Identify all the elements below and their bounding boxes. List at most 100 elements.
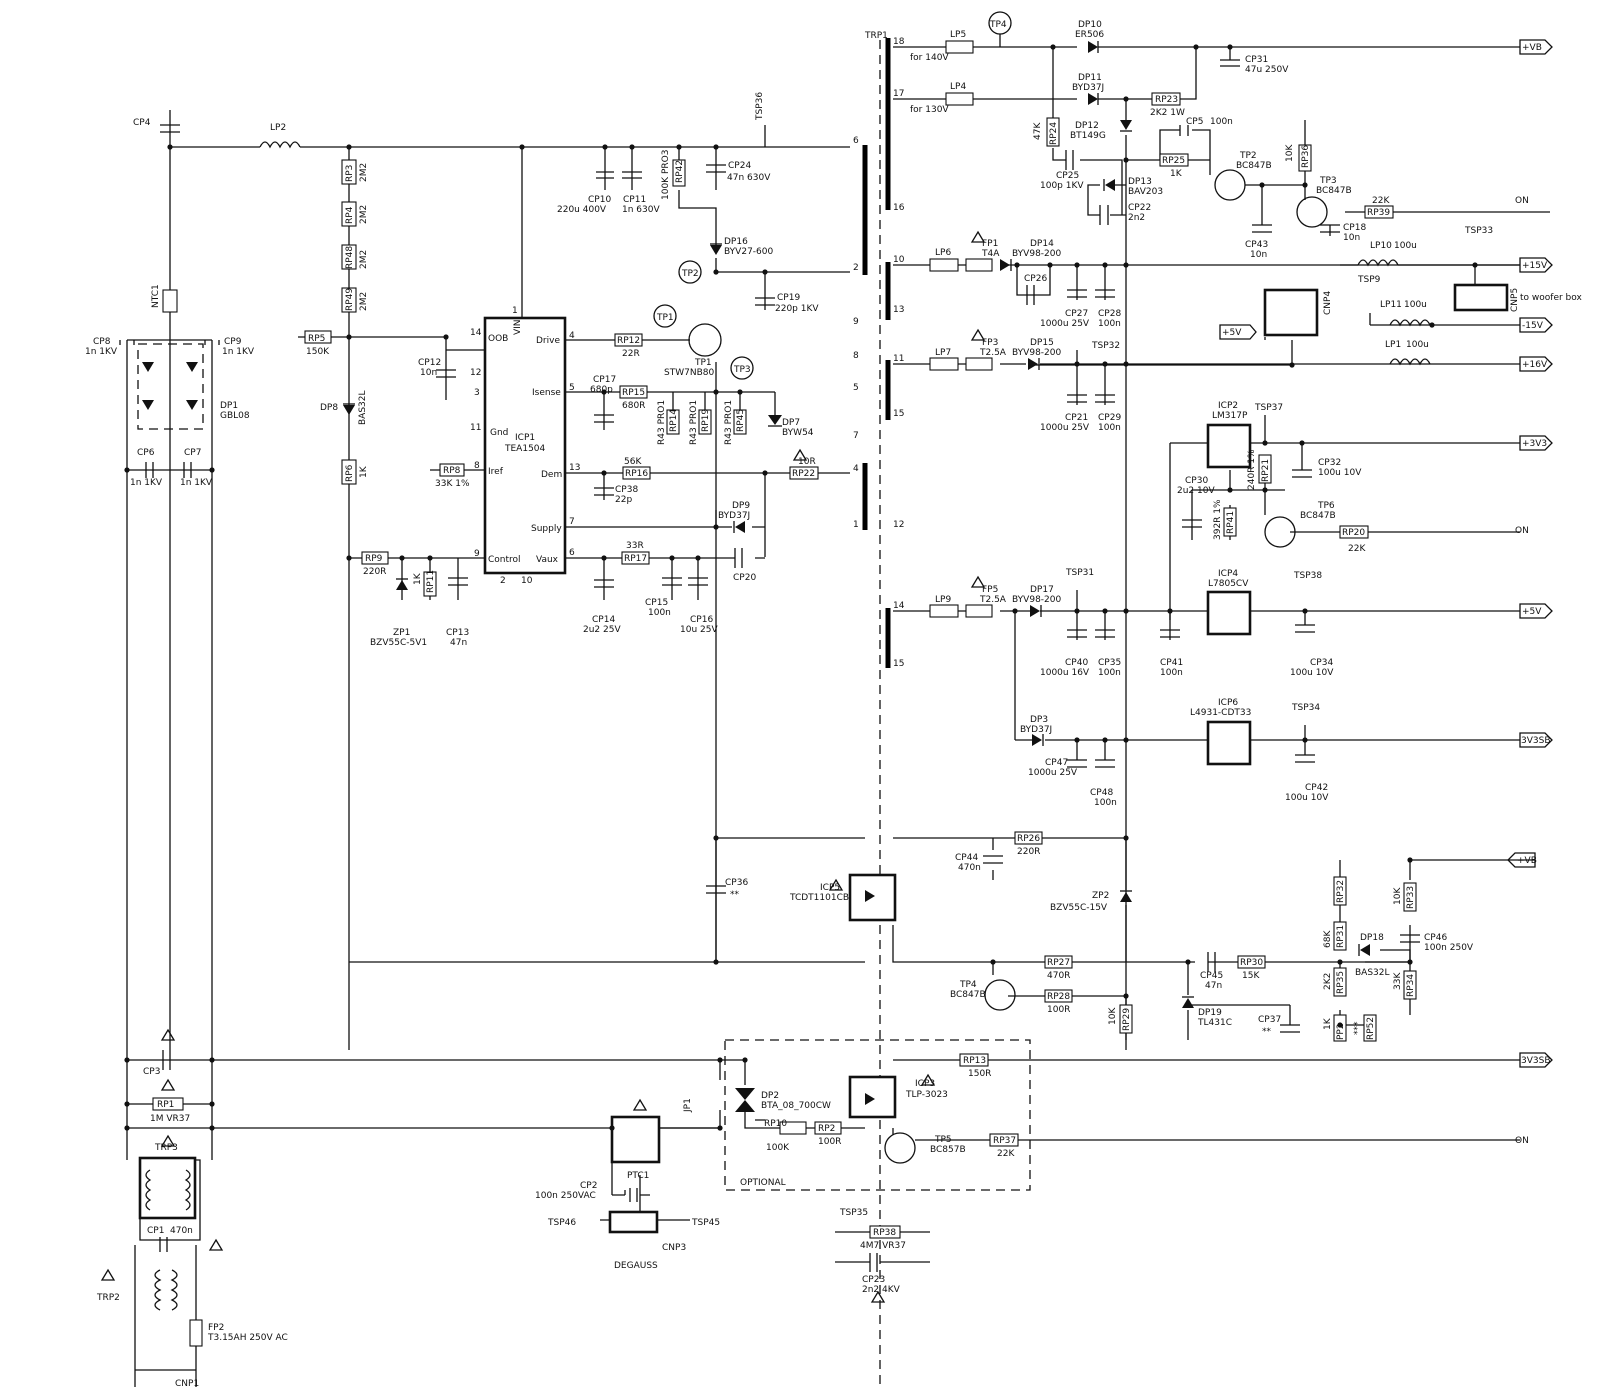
schematic-label: CP45 (1200, 971, 1223, 981)
schematic-label: CP30 (1185, 476, 1208, 486)
schematic-label: 100n 250V (1424, 943, 1474, 953)
schematic-label: 12 (470, 368, 481, 378)
schematic-label: 100p 1KV (1040, 181, 1084, 191)
schematic-label: CP11 (623, 195, 646, 205)
schematic-label: 47K (1033, 122, 1043, 140)
rail-on-3: ON (1515, 1136, 1529, 1146)
warning-icon (970, 575, 986, 588)
schematic-label: TP2 (681, 269, 699, 279)
schematic-label: CP16 (690, 615, 713, 625)
schematic-label: 10u 25V (680, 625, 718, 635)
schematic-label: CNP3 (662, 1243, 686, 1253)
schematic-label: 2n2 4KV (862, 1285, 901, 1295)
schematic-label: CP8 (93, 337, 111, 347)
schematic-label: BC847B (1316, 186, 1352, 196)
warning-icon (208, 1238, 224, 1251)
schematic-label: TP5 (934, 1135, 952, 1145)
schematic-label: RP32 (1336, 880, 1346, 903)
schematic-label: CP12 (418, 358, 441, 368)
schematic-label: 2M2 (359, 250, 369, 269)
schematic-label: CP41 (1160, 658, 1183, 668)
schematic-label: BTA_08_700CW (761, 1101, 831, 1111)
schematic-label: CP20 (733, 573, 756, 583)
schematic-label: RP5 (308, 334, 325, 344)
schematic-label: 8 (853, 351, 859, 361)
schematic-label: 1K (359, 465, 369, 478)
schematic-label: 2M2 (359, 205, 369, 224)
schematic-label: 47u 250V (1245, 65, 1289, 75)
schematic-label: LP2 (270, 123, 286, 133)
schematic-label: 68K (1323, 930, 1333, 948)
schematic-label: 1K (1170, 169, 1183, 179)
schematic-label: CP40 (1065, 658, 1088, 668)
transformer-pin-numbers: 18 17 16 6 2 10 13 9 11 8 5 15 7 4 1 12 … (853, 37, 905, 669)
schematic-label: RP42 (675, 160, 685, 183)
rail-p15: +15V (1522, 261, 1548, 271)
schematic-label: RP49 (345, 288, 355, 311)
schematic-label: RP12 (617, 336, 640, 346)
schematic-label: CP36 (725, 878, 748, 888)
cnp5-box (1453, 283, 1509, 312)
ic-boxes (138, 283, 1509, 1234)
schematic-label: RP36 (1301, 145, 1311, 168)
icp6-box (1206, 720, 1252, 766)
schematic-label: Iref (488, 467, 504, 477)
schematic-label: 2u2 25V (583, 625, 621, 635)
schematic-label: RP52 (1366, 1017, 1376, 1040)
schematic-label: 14 (893, 601, 905, 611)
schematic-label: CP14 (592, 615, 615, 625)
schematic-label: DP10 (1078, 20, 1102, 30)
schematic-label: BYV98-200 (1012, 595, 1061, 605)
transformer-trp1 (724, 38, 1031, 1387)
schematic-label: 10 (521, 576, 533, 586)
schematic-label: BC847B (950, 990, 986, 1000)
schematic-label: LP1 (1385, 340, 1401, 350)
schematic-label: PP2 (1336, 1023, 1346, 1040)
schematic-label: FP3 (982, 338, 998, 348)
schematic-label: CP31 (1245, 55, 1268, 65)
schematic-label: Gnd (490, 428, 508, 438)
schematic-label: 10K (1285, 144, 1295, 162)
schematic-label: TSP32 (1091, 341, 1120, 351)
schematic-label: VIN (513, 319, 523, 335)
schematic-label: TP4 (959, 980, 977, 990)
schematic-label: 100R (1047, 1005, 1070, 1015)
rail-p3v3: +3V3 (1522, 439, 1547, 449)
schematic-label: ** (730, 890, 740, 900)
schematic-label: OOB (488, 334, 508, 344)
schematic-label: 15K (1242, 971, 1260, 981)
schematic-label: RP13 (963, 1056, 986, 1066)
schematic-label: 22K (1372, 196, 1390, 206)
schematic-label: TP1 (656, 313, 674, 323)
schematic-label: RP14 (669, 409, 679, 432)
schematic-label: 11 (893, 354, 904, 364)
schematic-label: 100K PRO3 (661, 150, 671, 200)
schematic-label: RP23 (1155, 95, 1178, 105)
schematic-label: RP30 (1240, 958, 1263, 968)
schematic-label: LP10 (1370, 241, 1392, 251)
schematic-label: LP11 (1380, 300, 1402, 310)
schematic-label: CP5 (1186, 117, 1203, 127)
schematic-label: RP16 (625, 469, 648, 479)
schematic-label: 100u 10V (1290, 668, 1334, 678)
capacitors (119, 59, 1420, 1272)
schematic-label: CP2 (580, 1181, 597, 1191)
schematic-label: T3.15AH 250V AC (207, 1333, 288, 1343)
schematic-label: 150R (968, 1069, 991, 1079)
schematic-label: 1 (512, 306, 518, 316)
schematic-label: 1n 1KV (180, 478, 213, 488)
schematic-label: ICP1 (515, 433, 535, 443)
schematic-label: 1M VR37 (150, 1114, 190, 1124)
schematic-label: TSP38 (1293, 571, 1322, 581)
schematic-label: CP25 (1056, 171, 1079, 181)
rail-vb: +VB (1522, 43, 1542, 53)
schematic-label: CP28 (1098, 309, 1121, 319)
schematic-label: 1K (413, 572, 423, 585)
schematic-label: 220R (363, 567, 386, 577)
schematic-label: FP1 (982, 239, 998, 249)
schematic-label: LP4 (950, 82, 966, 92)
schematic-label: 7 (569, 517, 575, 527)
schematic-label: 17 (893, 89, 904, 99)
schematic-label: 470n (170, 1226, 193, 1236)
